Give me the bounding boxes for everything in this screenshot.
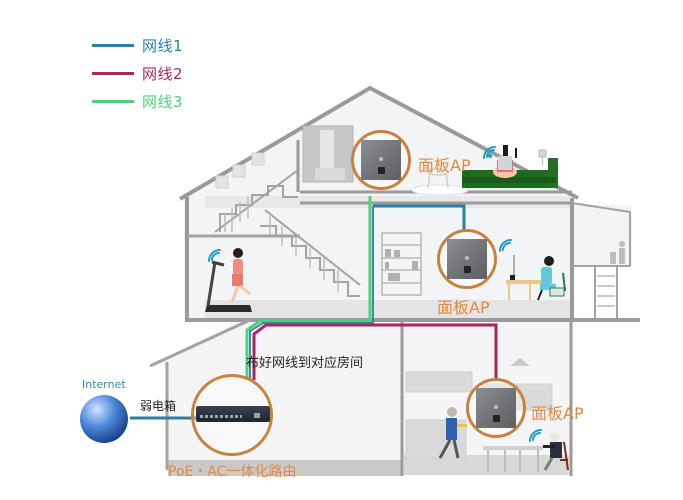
panel-ap-device-top	[361, 140, 401, 180]
legend-item-cable-2: 网线2	[92, 63, 183, 83]
panel-ap-device-ground	[476, 388, 516, 428]
router-label: PoE・AC一体化路由	[168, 464, 297, 480]
cable-3-swatch	[92, 99, 134, 103]
cable-1-swatch	[92, 43, 134, 47]
cabinet-label: 弱电箱	[140, 399, 177, 413]
legend-label: 网线3	[142, 92, 184, 111]
legend-item-cable-3: 网线3	[92, 91, 183, 111]
legend-label: 网线1	[142, 36, 184, 55]
legend-label: 网线2	[142, 64, 184, 83]
panel-ap-device-middle	[447, 239, 487, 279]
wiring-note: 布好网线到对应房间	[246, 356, 364, 371]
cable-2-swatch	[92, 71, 134, 75]
legend-item-cable-1: 网线1	[92, 35, 183, 55]
ap-label-ground: 面板AP	[531, 404, 584, 423]
globe-icon	[80, 395, 128, 443]
router-device-icon	[196, 406, 270, 422]
ap-label-top: 面板AP	[418, 156, 471, 175]
ap-label-middle: 面板AP	[437, 298, 490, 317]
internet-label: Internet	[82, 378, 126, 391]
